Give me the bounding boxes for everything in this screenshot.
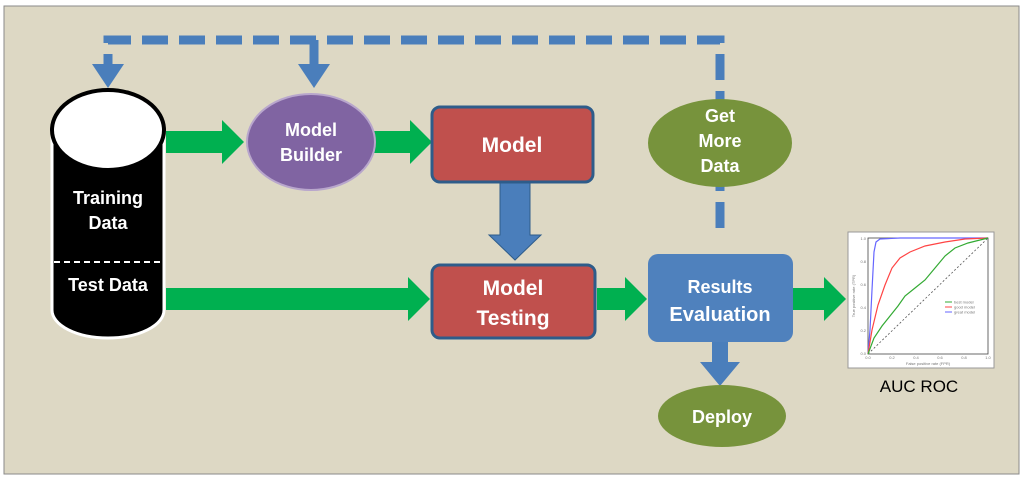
- legend-entry-2: good model: [954, 305, 975, 310]
- deploy-node: Deploy: [658, 385, 786, 447]
- arrow-results-to-deploy: [700, 340, 740, 386]
- roc-ytick: 1.0: [860, 236, 866, 241]
- roc-xtick: 0.0: [865, 355, 871, 360]
- model-builder-label-2: Builder: [280, 145, 342, 165]
- results-evaluation-label-2: Evaluation: [669, 304, 770, 326]
- green-arrows: [166, 120, 846, 321]
- legend-entry-1: best model: [954, 300, 974, 305]
- results-evaluation-shape: [648, 254, 793, 342]
- roc-curve-great: [867, 237, 988, 355]
- deploy-shape: [658, 385, 786, 447]
- roc-xtick: 0.4: [913, 355, 919, 360]
- auc-roc-caption: AUC ROC: [880, 377, 958, 396]
- roc-curve-good: [867, 237, 989, 355]
- model-testing-shape: [430, 263, 597, 340]
- roc-thumbnail: best model good model great model 0.0 0.…: [847, 231, 995, 369]
- roc-xtick: 1.0: [985, 355, 991, 360]
- model-builder-node: Model Builder: [246, 93, 376, 191]
- roc-xtick: 0.2: [889, 355, 895, 360]
- legend-entry-3: great model: [954, 310, 975, 315]
- feedback-arrowhead-model-builder: [298, 64, 330, 88]
- arrow-database-to-builder: [166, 120, 244, 164]
- roc-ytick: 0.2: [860, 328, 866, 333]
- arrow-testdata-to-testing: [166, 277, 430, 321]
- roc-y-ticks: 0.0 0.2 0.4 0.6 0.8 1.0: [860, 236, 866, 356]
- get-more-data-label-3: Data: [700, 156, 740, 176]
- model-shape: [430, 105, 595, 184]
- arrow-builder-to-model: [374, 120, 432, 164]
- roc-legend: best model good model great model: [945, 300, 975, 315]
- arrow-testing-to-results: [597, 277, 647, 321]
- roc-x-ticks: 0.0 0.2 0.4 0.6 0.8 1.0: [865, 355, 991, 360]
- test-data-label: Test Data: [68, 275, 149, 295]
- model-testing-label-1: Model: [483, 277, 544, 300]
- roc-frame: [847, 231, 995, 369]
- model-builder-shape: [246, 93, 376, 191]
- cylinder-top: [50, 88, 166, 172]
- roc-curve-best: [867, 237, 989, 355]
- get-more-data-label-1: Get: [705, 106, 735, 126]
- model-testing-node: Model Testing: [430, 263, 597, 340]
- cylinder-body: [50, 128, 166, 340]
- deploy-label: Deploy: [692, 407, 752, 427]
- feedback-arrowhead-database: [92, 64, 124, 88]
- roc-y-axis-label: True positive rate (TPR): [851, 274, 856, 317]
- model-label: Model: [482, 134, 543, 157]
- model-testing-label-2: Testing: [476, 307, 549, 330]
- roc-xtick: 0.6: [937, 355, 943, 360]
- training-data-label-1: Training: [73, 188, 143, 208]
- roc-x-axis-label: False positive rate (FPR): [906, 361, 951, 366]
- arrow-results-to-roc: [793, 277, 846, 321]
- database-cylinder: Training Data Test Data: [50, 88, 166, 340]
- roc-ytick: 0.8: [860, 259, 866, 264]
- get-more-data-label-2: More: [698, 131, 741, 151]
- roc-ytick: 0.4: [860, 305, 866, 310]
- model-builder-label-1: Model: [285, 120, 337, 140]
- training-data-label-2: Data: [88, 213, 128, 233]
- roc-ytick: 0.6: [860, 282, 866, 287]
- results-evaluation-label-1: Results: [687, 277, 752, 297]
- results-evaluation-node: Results Evaluation: [648, 254, 793, 342]
- get-more-data-shape: [648, 99, 792, 187]
- get-more-data-node: Get More Data: [648, 99, 792, 187]
- model-node: Model: [430, 105, 595, 184]
- roc-xtick: 0.8: [961, 355, 967, 360]
- roc-ytick: 0.0: [860, 351, 866, 356]
- arrow-model-to-testing: [487, 181, 543, 261]
